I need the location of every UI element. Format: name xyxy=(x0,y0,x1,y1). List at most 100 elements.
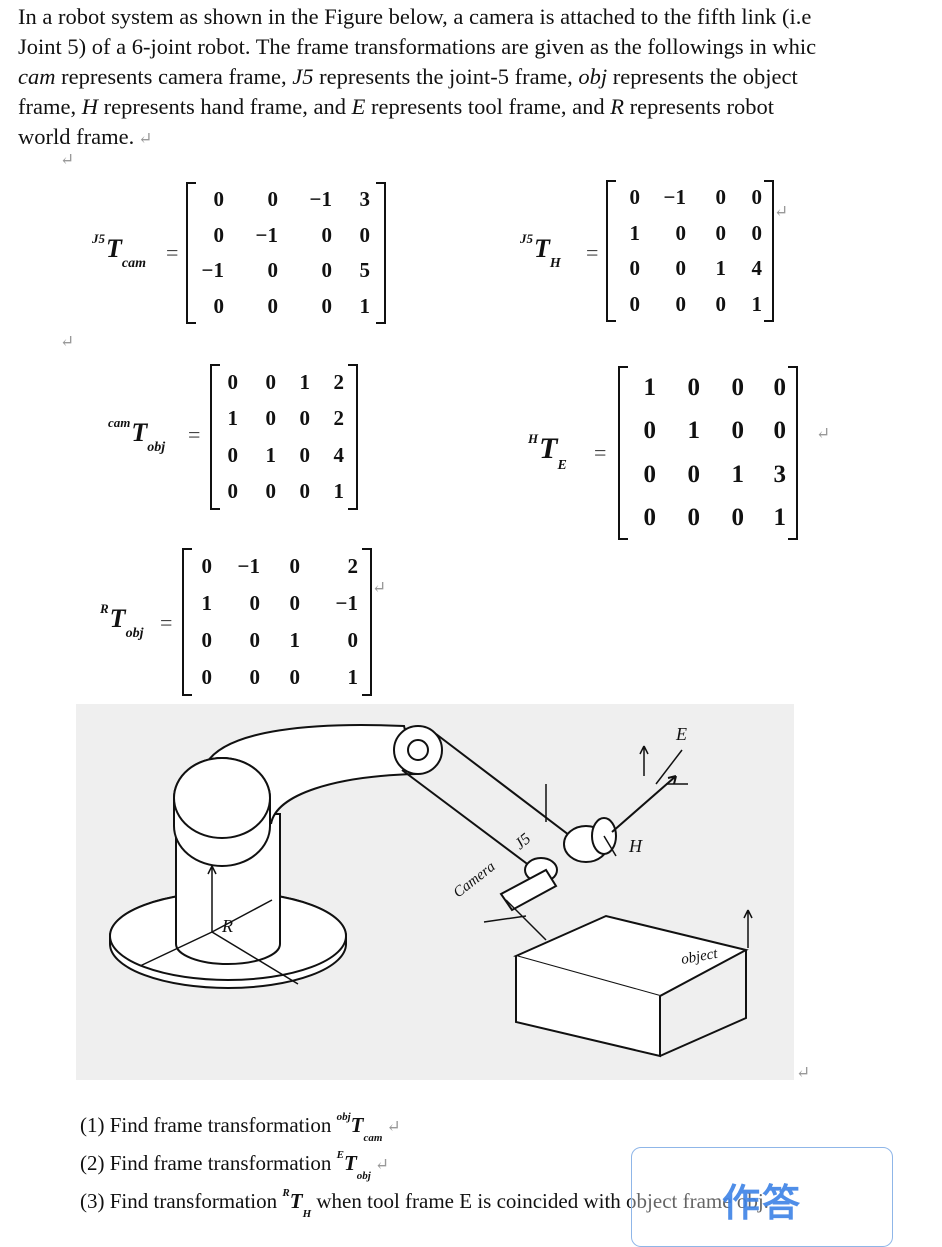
question-item: (1) Find frame transformation objTcam↵ xyxy=(80,1111,401,1144)
h-t-e-label: HTE xyxy=(528,431,567,473)
matrix-cell: 0 xyxy=(687,373,701,401)
matrix-cell: 2 xyxy=(333,406,345,431)
matrix-cell: 1 xyxy=(227,406,239,431)
matrix-cell: 1 xyxy=(751,291,763,316)
matrix-cell: 0 xyxy=(629,185,641,210)
matrix-cell: 0 xyxy=(227,369,239,394)
return-mark: ↵ xyxy=(374,1155,390,1174)
label-object: object xyxy=(680,946,720,968)
return-mark: ↵ xyxy=(774,202,789,221)
matrix-cell: 1 xyxy=(715,256,727,281)
intro-text: represents robot xyxy=(624,94,774,119)
matrix-cell: 1 xyxy=(359,293,371,318)
frame-subscript: H xyxy=(549,256,561,272)
symbol-superscript: E xyxy=(336,1149,344,1161)
matrix-cell: 0 xyxy=(249,628,261,652)
matrix-cell: 0 xyxy=(227,479,239,504)
intro-text: represents the joint-5 frame, xyxy=(313,64,579,89)
intro-e: E xyxy=(351,94,366,119)
return-mark: ↵ xyxy=(60,150,75,169)
frame-superscript: J5 xyxy=(92,231,105,247)
matrix-cell: 0 xyxy=(265,406,277,431)
return-mark: ↵ xyxy=(138,129,153,148)
matrix-cell: 1 xyxy=(289,628,301,652)
matrix-cell: 0 xyxy=(773,373,787,401)
answer-button-label: 作答 xyxy=(721,1181,802,1225)
transform-symbol: T xyxy=(109,604,126,633)
matrix-cell: 3 xyxy=(359,187,371,212)
matrix-cell: 0 xyxy=(265,479,277,504)
question-text: (1) Find frame transformation xyxy=(80,1113,337,1137)
matrix-cell: 0 xyxy=(321,258,333,283)
elbow-joint xyxy=(393,725,443,775)
question-item: (3) Find transformation RTH when tool fr… xyxy=(80,1187,769,1220)
robot-figure: E H J5 Camera R object xyxy=(76,704,794,1080)
symbol-subscript: obj xyxy=(356,1170,371,1183)
matrix-cell: −1 xyxy=(255,222,278,247)
intro-line-5: world frame.↵ xyxy=(18,122,940,152)
matrix-cell: 1 xyxy=(347,665,359,689)
j5-t-cam-label: J5Tcam xyxy=(92,231,146,271)
matrix-cell: 0 xyxy=(299,406,311,431)
matrix-cell: 0 xyxy=(715,185,727,210)
matrix-cell: 0 xyxy=(773,417,787,445)
matrix-cell: 0 xyxy=(731,373,745,401)
matrix-cell: 0 xyxy=(629,291,641,316)
matrix-cell: 0 xyxy=(299,442,311,467)
intro-text: represents tool frame, and xyxy=(365,94,611,119)
matrix-cell: 0 xyxy=(289,591,301,615)
frame-superscript: H xyxy=(528,431,539,446)
intro-text: represents hand frame, and xyxy=(97,94,352,119)
matrix-cell: 1 xyxy=(773,504,787,532)
matrix-cell: 1 xyxy=(201,591,213,615)
answer-button[interactable]: 作答 xyxy=(631,1147,893,1247)
matrix-cell: 0 xyxy=(687,504,701,532)
matrix-cell: 1 xyxy=(333,479,345,504)
matrix-cell: 2 xyxy=(347,554,359,578)
equals-sign: = xyxy=(160,610,173,635)
matrix-cell: 0 xyxy=(643,504,657,532)
equals-sign: = xyxy=(188,422,201,447)
matrix-cell: 3 xyxy=(773,460,787,488)
matrix-cell: 0 xyxy=(629,256,641,281)
matrix-cell: 0 xyxy=(675,220,687,245)
matrix-cell: 0 xyxy=(267,187,279,212)
intro-text: represents camera frame, xyxy=(55,64,293,89)
matrix-cell: 1 xyxy=(687,417,701,445)
label-J5: J5 xyxy=(512,830,535,853)
matrix-cell: 0 xyxy=(643,417,657,445)
transform-symbol: T xyxy=(534,234,550,263)
r-t-obj-label: RTobj xyxy=(100,601,144,642)
return-mark: ↵ xyxy=(816,424,831,443)
symbol-main: T xyxy=(343,1151,357,1175)
intro-line-1: In a robot system as shown in the Figure… xyxy=(18,4,812,29)
intro-cam: cam xyxy=(18,64,56,89)
robot-diagram: E H J5 Camera R object xyxy=(109,724,753,1058)
label-H: H xyxy=(628,836,643,856)
label-E: E xyxy=(675,724,687,744)
intro-text: world frame. xyxy=(18,124,135,149)
question-symbol: ETobj xyxy=(336,1149,371,1182)
matrix-cell: 0 xyxy=(267,293,279,318)
matrix-cell: 0 xyxy=(249,665,261,689)
transform-symbol: T xyxy=(106,234,122,263)
frame-subscript: obj xyxy=(125,626,144,642)
matrix-cell: 0 xyxy=(321,222,333,247)
matrix-cell: 1 xyxy=(265,442,277,467)
matrix-cell: 0 xyxy=(675,256,687,281)
matrix-cell: −1 xyxy=(237,554,260,578)
matrix-cell: 0 xyxy=(715,291,727,316)
frame-superscript: J5 xyxy=(520,231,533,247)
symbol-main: T xyxy=(289,1189,303,1213)
question-symbol: objTcam xyxy=(337,1111,383,1144)
matrix-cell: 4 xyxy=(751,256,763,281)
return-mark: ↵ xyxy=(372,578,387,597)
matrix-cell: 0 xyxy=(643,460,657,488)
return-mark: ↵ xyxy=(60,332,75,351)
symbol-superscript: R xyxy=(282,1187,290,1199)
